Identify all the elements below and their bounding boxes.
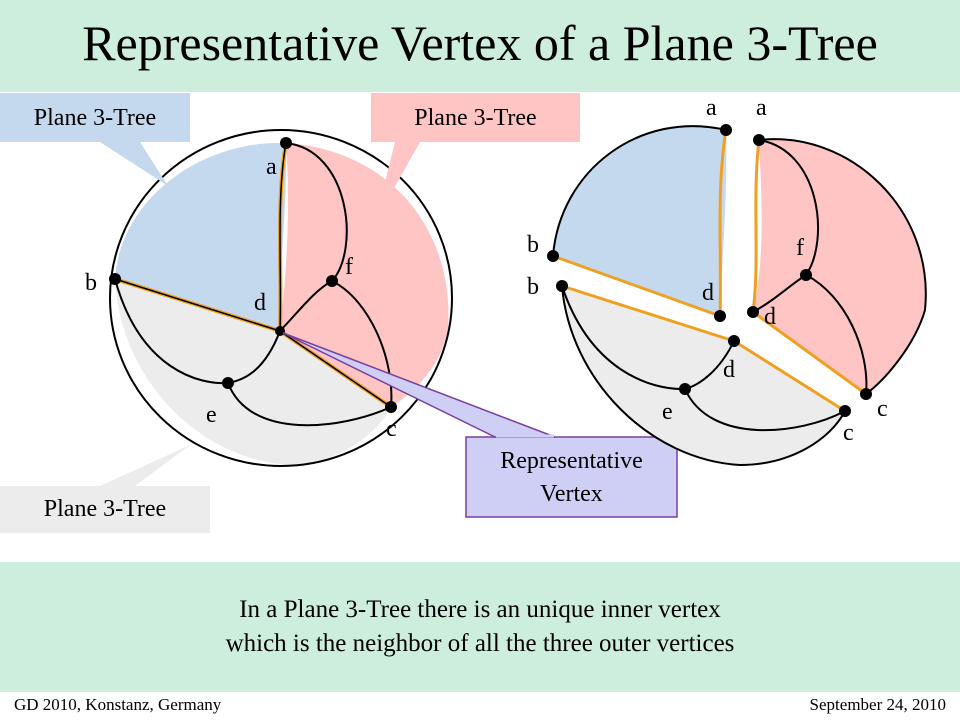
right-vertex-c2 — [839, 405, 851, 417]
right-vertex-d3 — [728, 335, 740, 347]
left-label-f: f — [345, 254, 353, 280]
right-label-a1: a — [706, 95, 717, 121]
right-outer-arc-pink — [758, 138, 927, 395]
callout-representative-label: Representative Vertex — [466, 445, 677, 511]
left-pink-region — [280, 143, 449, 407]
right-vertex-a2 — [753, 134, 765, 146]
right-label-b1: b — [527, 232, 539, 258]
right-label-f: f — [796, 235, 804, 261]
right-vertex-a1 — [720, 124, 732, 136]
left-label-e: e — [206, 402, 217, 428]
right-vertex-e — [679, 383, 691, 395]
right-label-d2: d — [764, 304, 776, 330]
right-label-c2: c — [843, 420, 854, 446]
right-outer-arc-blue — [552, 125, 727, 257]
right-blue-region — [553, 126, 727, 316]
right-graph: a a b b c c d d d e f — [527, 95, 927, 467]
right-edge-d3-c2 — [733, 339, 846, 413]
right-edge-b2-d3 — [561, 284, 735, 343]
right-vertex-d2 — [747, 306, 759, 318]
left-edge-b-d-black — [114, 278, 281, 332]
left-vertex-d — [275, 326, 285, 336]
left-edge-e-c — [227, 382, 392, 427]
callout-gray — [0, 445, 210, 533]
callout-rep-line1: Representative — [500, 448, 643, 474]
footer-right: September 24, 2010 — [809, 695, 946, 714]
right-label-b2: b — [527, 274, 539, 300]
title-bar — [0, 0, 960, 92]
right-edge-a-d — [718, 129, 728, 317]
callout-representative — [282, 332, 678, 518]
right-outer-arc-gray — [561, 285, 846, 467]
callout-rep-line2: Vertex — [540, 481, 603, 507]
right-vertex-c1 — [860, 388, 872, 400]
right-label-d3: d — [723, 357, 735, 383]
right-edge-e-c — [684, 388, 846, 432]
right-edge-b-d — [552, 254, 721, 318]
left-edge-a-d-black — [279, 142, 287, 332]
footer-left: GD 2010, Konstanz, Germany — [14, 695, 222, 714]
callout-gray-label: Plane 3-Tree — [43, 496, 167, 522]
left-label-a: a — [266, 154, 277, 180]
left-label-d: d — [254, 290, 266, 316]
left-outer-cycle — [109, 129, 453, 467]
left-edge-b-e — [114, 278, 229, 385]
right-label-d1: d — [702, 280, 714, 306]
left-vertex-c — [385, 401, 397, 413]
callout-blue-label: Plane 3-Tree — [33, 105, 157, 131]
right-vertex-d1 — [714, 310, 726, 322]
left-vertex-a — [280, 137, 292, 149]
left-vertex-f — [326, 275, 338, 287]
right-edge-b-e — [561, 285, 686, 391]
left-label-b: b — [85, 270, 97, 296]
right-pink-region — [753, 139, 926, 394]
caption-band — [0, 562, 960, 692]
caption-line-2: which is the neighbor of all the three o… — [225, 630, 735, 657]
right-edge-d2-c — [752, 310, 867, 396]
right-edge-a-d2 — [751, 139, 761, 313]
right-edge-a-f — [758, 139, 819, 276]
left-label-c: c — [386, 416, 397, 442]
callout-blue — [0, 93, 190, 186]
left-edge-a-f — [285, 142, 348, 282]
caption: In a Plane 3-Tree there is an unique inn… — [0, 593, 960, 661]
right-label-a2: a — [756, 95, 767, 121]
right-label-c1: c — [877, 396, 888, 422]
right-vertex-f — [800, 269, 812, 281]
callout-pink — [371, 93, 580, 222]
right-label-e: e — [662, 399, 673, 425]
slide-title: Representative Vertex of a Plane 3-Tree — [82, 15, 878, 71]
left-edge-f-c — [331, 280, 393, 408]
right-vertex-b1 — [547, 250, 559, 262]
caption-line-1: In a Plane 3-Tree there is an unique inn… — [239, 596, 721, 623]
left-vertex-b — [109, 273, 121, 285]
left-blue-region — [115, 142, 287, 331]
left-edge-d-c-black — [279, 330, 392, 408]
right-vertex-b2 — [556, 280, 568, 292]
callout-pink-label: Plane 3-Tree — [414, 105, 537, 131]
right-edge-f-c — [805, 274, 868, 395]
left-graph: a b c d e f — [85, 129, 453, 467]
left-vertex-e — [222, 377, 234, 389]
